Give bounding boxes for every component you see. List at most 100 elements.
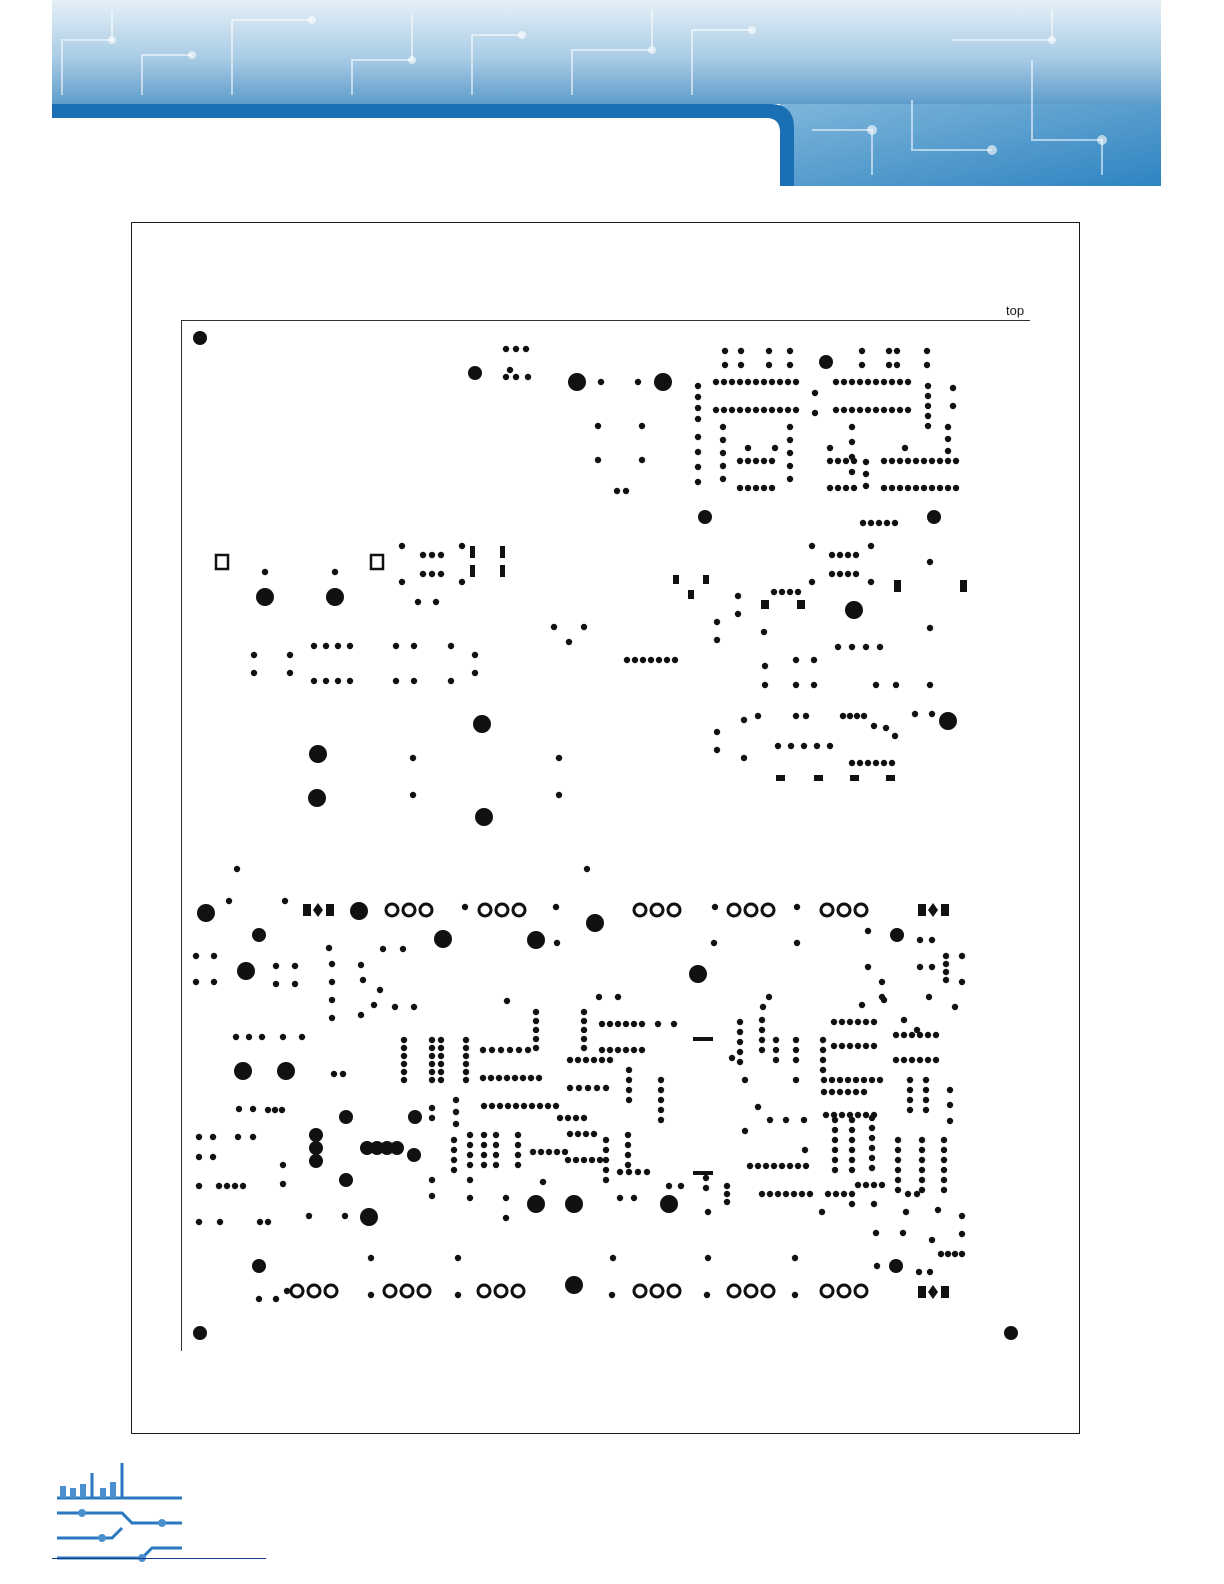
via-pad <box>775 1191 781 1197</box>
via-pad <box>869 1077 875 1083</box>
via-pad <box>603 1167 609 1173</box>
via-pad <box>279 1107 285 1113</box>
via-pad <box>438 552 444 558</box>
via-pad <box>933 1057 939 1063</box>
via-pad <box>635 1169 641 1175</box>
via-pad <box>720 424 726 430</box>
via-pad <box>952 1004 958 1010</box>
via-pad <box>453 1109 459 1115</box>
via-pad <box>566 639 572 645</box>
via-pad <box>504 998 510 1004</box>
via-pad <box>233 1034 239 1040</box>
via-pad <box>741 755 747 761</box>
via-pad <box>415 599 421 605</box>
via-pad <box>881 485 887 491</box>
via-pad <box>886 348 892 354</box>
via-pad <box>785 407 791 413</box>
via-pad <box>554 1149 560 1155</box>
via-pad <box>438 1069 444 1075</box>
via-pad <box>873 682 879 688</box>
via-pad <box>787 424 793 430</box>
via-pad <box>311 643 317 649</box>
via-pad <box>498 1047 504 1053</box>
via-pad <box>947 1102 953 1108</box>
via-pad <box>959 1251 965 1257</box>
ring-pad <box>495 1285 507 1297</box>
via-pad <box>640 657 646 663</box>
via-pad <box>463 1077 469 1083</box>
mounting-pad <box>939 712 957 730</box>
via-pad <box>695 464 701 470</box>
via-pad <box>821 1089 827 1095</box>
via-pad <box>451 1137 457 1143</box>
via-pad <box>250 1106 256 1112</box>
via-pad <box>516 1047 522 1053</box>
via-pad <box>546 1149 552 1155</box>
pad <box>890 928 904 942</box>
via-pad <box>863 1043 869 1049</box>
via-pad <box>809 543 815 549</box>
via-pad <box>959 1231 965 1237</box>
via-pad <box>881 760 887 766</box>
via-pad <box>913 485 919 491</box>
via-pad <box>720 450 726 456</box>
via-pad <box>901 1017 907 1023</box>
via-pad <box>945 1251 951 1257</box>
via-pad <box>639 423 645 429</box>
via-pad <box>729 379 735 385</box>
via-pad <box>272 1107 278 1113</box>
via-pad <box>803 1163 809 1169</box>
via-pad <box>761 458 767 464</box>
via-pad <box>467 1195 473 1201</box>
via-pad <box>695 394 701 400</box>
ring-pad <box>384 1285 396 1297</box>
via-pad <box>943 961 949 967</box>
via-pad <box>895 1177 901 1183</box>
via-pad <box>347 643 353 649</box>
via-pad <box>766 348 772 354</box>
via-pad <box>895 1157 901 1163</box>
via-pad <box>581 1115 587 1121</box>
via-pad <box>938 1251 944 1257</box>
via-pad <box>873 1230 879 1236</box>
via-pad <box>599 1057 605 1063</box>
via-pad <box>925 403 931 409</box>
via-pad <box>581 1157 587 1163</box>
via-pad <box>761 379 767 385</box>
via-pad <box>729 407 735 413</box>
via-pad <box>533 1018 539 1024</box>
via-pad <box>493 1132 499 1138</box>
via-pad <box>273 1296 279 1302</box>
via-pad <box>829 1089 835 1095</box>
via-pad <box>829 1077 835 1083</box>
via-pad <box>820 1057 826 1063</box>
via-pad <box>714 619 720 625</box>
via-pad <box>401 1053 407 1059</box>
via-pad <box>557 1115 563 1121</box>
via-pad <box>820 1067 826 1073</box>
pad <box>309 1141 323 1155</box>
via-pad <box>877 644 883 650</box>
square-pad <box>703 575 709 584</box>
via-pad <box>658 1087 664 1093</box>
via-pad <box>767 1117 773 1123</box>
via-pad <box>583 1131 589 1137</box>
via-pad <box>429 552 435 558</box>
via-pad <box>929 711 935 717</box>
via-pad <box>575 1057 581 1063</box>
via-pad <box>553 1103 559 1109</box>
via-pad <box>869 1125 875 1131</box>
via-pad <box>892 733 898 739</box>
via-pad <box>795 1163 801 1169</box>
via-pad <box>832 1157 838 1163</box>
via-pad <box>401 1061 407 1067</box>
via-pad <box>953 458 959 464</box>
pad <box>339 1173 353 1187</box>
via-pad <box>929 937 935 943</box>
via-pad <box>623 1021 629 1027</box>
via-pad <box>603 1137 609 1143</box>
via-pad <box>919 1157 925 1163</box>
ring-pad <box>418 1285 430 1297</box>
via-pad <box>481 1103 487 1109</box>
pad <box>309 1154 323 1168</box>
